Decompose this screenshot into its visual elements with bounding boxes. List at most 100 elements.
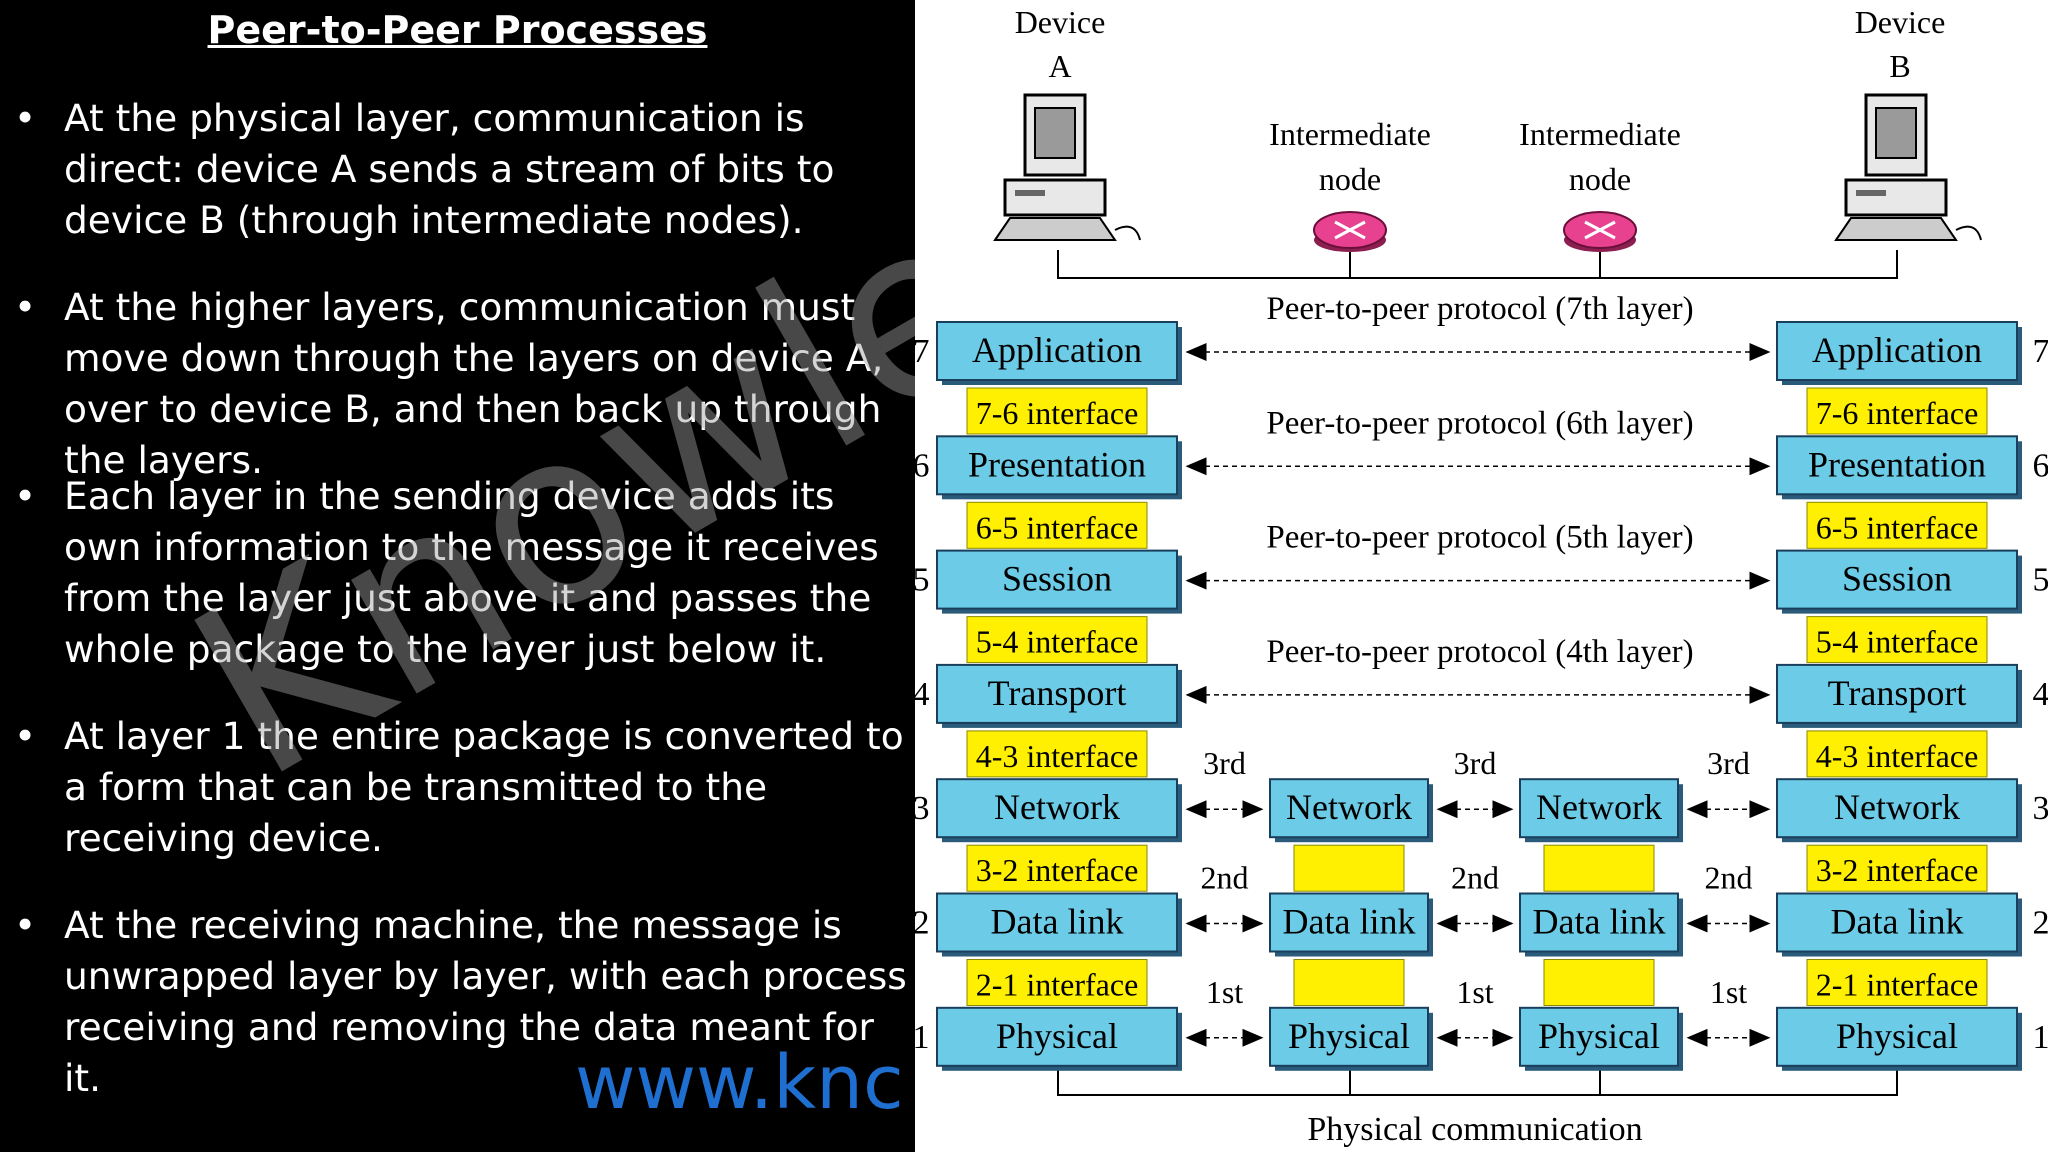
intermediate-node-1-sub: node bbox=[1319, 161, 1381, 197]
intermediate-node-1-label: Intermediate bbox=[1269, 116, 1431, 152]
hop-label: 1st bbox=[1206, 974, 1243, 1010]
website-link[interactable]: www.knc bbox=[575, 1040, 904, 1126]
bullet-text: Each layer in the sending device adds it… bbox=[64, 474, 879, 671]
node-layer-box-label: Network bbox=[1286, 787, 1412, 827]
layer-number-right: 5 bbox=[2033, 562, 2048, 599]
hop-label: 1st bbox=[1710, 974, 1747, 1010]
interface-box-a bbox=[966, 616, 1148, 664]
interface-box-a bbox=[966, 387, 1148, 435]
hop-label: 3rd bbox=[1707, 745, 1750, 781]
device-a-label: Device bbox=[1015, 4, 1106, 40]
layer-box-a-label: Session bbox=[1002, 559, 1112, 599]
node-layer-box bbox=[1269, 892, 1429, 953]
device-b-label: Device bbox=[1855, 4, 1946, 40]
hop-label: 3rd bbox=[1203, 745, 1246, 781]
text-panel: Peer-to-Peer Processes • At the physical… bbox=[0, 0, 915, 1152]
layer-number-left: 3 bbox=[915, 790, 930, 827]
layer-box-b bbox=[1776, 321, 2018, 381]
layer-box-a-label: Application bbox=[972, 330, 1142, 370]
layer-box-b-label: Session bbox=[1842, 559, 1952, 599]
layer-box-a bbox=[936, 1006, 1178, 1067]
layer-box-a-label: Physical bbox=[996, 1016, 1118, 1056]
layer-number-right: 4 bbox=[2033, 676, 2048, 713]
router-icon bbox=[1313, 211, 1387, 252]
layer-box-a bbox=[936, 663, 1178, 724]
layer-box-b-label: Presentation bbox=[1808, 444, 1986, 484]
layer-number-right: 7 bbox=[2033, 333, 2048, 370]
computer-icon bbox=[993, 93, 1141, 241]
node-layer-box bbox=[1519, 1006, 1679, 1067]
bullet-dot: • bbox=[14, 714, 37, 758]
layer-box-a bbox=[936, 778, 1178, 839]
layer-number-left: 4 bbox=[915, 676, 930, 713]
device-a-letter: A bbox=[1048, 48, 1071, 84]
diagram-canvas: Device A Device B Intermediate node Inte… bbox=[915, 4, 2048, 1148]
interface-box-b bbox=[1806, 501, 1988, 549]
osi-peer-diagram: Device A Device B Intermediate node Inte… bbox=[915, 0, 2048, 1152]
hop-label: 1st bbox=[1456, 974, 1493, 1010]
layer-box-b bbox=[1776, 892, 2018, 953]
interface-box-b-label: 7-6 interface bbox=[1816, 395, 1979, 431]
layer-box-a-label: Network bbox=[994, 787, 1120, 827]
peer-protocol-label: Peer-to-peer protocol (6th layer) bbox=[1266, 405, 1693, 441]
interface-box-b-label: 6-5 interface bbox=[1816, 509, 1979, 545]
interface-box-b bbox=[1806, 730, 1988, 778]
interface-box-a-label: 3-2 interface bbox=[976, 852, 1139, 888]
layer-box-a-label: Presentation bbox=[968, 444, 1146, 484]
interface-box-b bbox=[1806, 616, 1988, 664]
peer-protocol-label: Peer-to-peer protocol (4th layer) bbox=[1266, 634, 1693, 670]
page-title: Peer-to-Peer Processes bbox=[207, 8, 708, 52]
node-layer-box-label: Physical bbox=[1538, 1016, 1660, 1056]
layer-box-a bbox=[936, 435, 1178, 496]
bullet-dot: • bbox=[14, 96, 37, 140]
peer-protocol-label: Peer-to-peer protocol (7th layer) bbox=[1266, 291, 1693, 327]
computer-icon bbox=[1834, 93, 1982, 241]
layer-box-b-label: Data link bbox=[1831, 902, 1964, 942]
layer-box-b bbox=[1776, 778, 2018, 839]
layer-box-b bbox=[1776, 549, 2018, 610]
layer-box-b bbox=[1776, 663, 2018, 724]
interface-box-b bbox=[1806, 387, 1988, 435]
layer-box-a-label: Data link bbox=[991, 902, 1124, 942]
bullet-dot: • bbox=[14, 903, 37, 947]
layer-box-b-label: Physical bbox=[1836, 1016, 1958, 1056]
interface-box-a bbox=[966, 730, 1148, 778]
intermediate-node-2-sub: node bbox=[1569, 161, 1631, 197]
peer-protocol-label: Peer-to-peer protocol (5th layer) bbox=[1266, 520, 1693, 556]
interface-box-b-label: 5-4 interface bbox=[1816, 624, 1979, 660]
interface-box-b-label: 3-2 interface bbox=[1816, 852, 1979, 888]
node-layer-box-label: Network bbox=[1536, 787, 1662, 827]
interface-box-a bbox=[966, 501, 1148, 549]
node-interface-box bbox=[1543, 844, 1655, 892]
layer-box-a-label: Transport bbox=[988, 673, 1127, 713]
intermediate-node-2-label: Intermediate bbox=[1519, 116, 1681, 152]
layer-box-b bbox=[1776, 435, 2018, 496]
node-layer-box bbox=[1519, 892, 1679, 953]
layer-number-left: 6 bbox=[915, 447, 930, 484]
bullet-dot: • bbox=[14, 474, 37, 518]
layer-box-a bbox=[936, 892, 1178, 953]
layer-box-b-label: Transport bbox=[1828, 673, 1967, 713]
interface-box-b bbox=[1806, 844, 1988, 892]
interface-box-a bbox=[966, 844, 1148, 892]
layer-number-right: 1 bbox=[2033, 1019, 2048, 1056]
node-layer-box bbox=[1519, 778, 1679, 839]
interface-box-a-label: 7-6 interface bbox=[976, 395, 1139, 431]
layer-number-left: 5 bbox=[915, 562, 930, 599]
physical-line bbox=[1057, 1060, 1898, 1096]
interface-box-a-label: 6-5 interface bbox=[976, 509, 1139, 545]
bullet-text: At layer 1 the entire package is convert… bbox=[64, 714, 904, 860]
hop-label: 2nd bbox=[1705, 860, 1753, 896]
hop-label: 2nd bbox=[1451, 860, 1499, 896]
node-interface-box bbox=[1293, 959, 1405, 1006]
node-layer-box-label: Data link bbox=[1533, 902, 1666, 942]
interface-box-b-label: 4-3 interface bbox=[1816, 738, 1979, 774]
layer-number-left: 2 bbox=[915, 905, 930, 942]
interface-box-b bbox=[1806, 959, 1988, 1006]
router-icon bbox=[1563, 211, 1637, 252]
layer-number-right: 6 bbox=[2033, 447, 2048, 484]
bullet-text: At the higher layers, communication must… bbox=[64, 285, 884, 482]
interface-box-a-label: 4-3 interface bbox=[976, 738, 1139, 774]
node-layer-box bbox=[1269, 1006, 1429, 1067]
